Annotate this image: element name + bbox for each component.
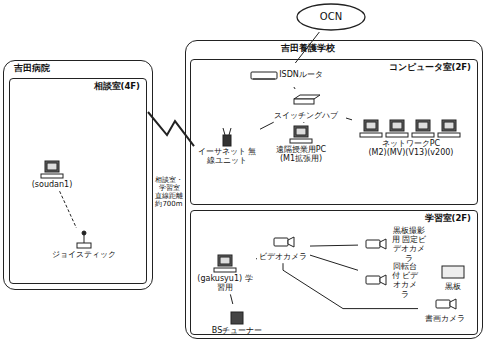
- fixed-camera: 黒板撮影用 固定ビデオカメラ: [359, 225, 429, 264]
- study-room: 学習室(2F) (gakusyu1) 学習用 ビデオカメラ 黒板撮影用 固定ビデオカメ…: [190, 210, 478, 335]
- cable-line: [310, 245, 358, 247]
- rotary-camera: 回転台付 ビデオカメラ: [359, 261, 421, 300]
- cloud-ellipse: OCN: [296, 3, 366, 31]
- joystick: ジョイスティック: [46, 229, 122, 260]
- board-icon: [438, 262, 468, 282]
- study-pc: (gakusyu1) 学習用: [194, 253, 256, 293]
- blackboard: 黒板: [435, 261, 471, 292]
- antenna-icon: [212, 127, 242, 147]
- pc-icon: [210, 254, 240, 274]
- pc-icon: [37, 160, 67, 180]
- device-label: 黒板撮影用 固定ビデオカメラ: [390, 226, 428, 263]
- video-camera: ビデオカメラ: [257, 231, 309, 262]
- text-group: (soudan1): [32, 180, 73, 189]
- pcs-icon: [356, 119, 466, 139]
- cam-icon: [430, 294, 460, 314]
- cable-line: [294, 87, 295, 89]
- pc-icon: [286, 125, 316, 145]
- text-group: 回転台付 ビデオカメラ: [390, 262, 420, 299]
- cam-icon: [360, 234, 390, 254]
- cable-line: [60, 191, 77, 228]
- text-group: ネットワークPC(M2)(MV)(V13)(v200): [369, 139, 454, 157]
- text-group: ジョイスティック: [52, 250, 116, 259]
- cable-line: [310, 255, 358, 270]
- cable-line: [260, 122, 274, 129]
- cable-line: [256, 258, 257, 259]
- distance-note: 相談室・学習室 直線距離 約700m: [154, 176, 184, 208]
- device-label: (soudan1): [32, 180, 73, 189]
- wireless-unit: イーサネット 無線ユニット: [195, 126, 259, 166]
- remote-pc: 遠隔授業用PC(M1拡張用): [263, 124, 339, 164]
- device-label: イーサネット 無線ユニット: [196, 147, 258, 165]
- text-group: (gakusyu1) 学習用: [195, 274, 255, 292]
- device-label: OCN: [320, 11, 342, 23]
- text-group: 黒板撮影用 固定ビデオカメラ: [390, 226, 428, 263]
- router-icon: [249, 65, 279, 85]
- joy-icon: [69, 230, 99, 250]
- room-title: 学習室(2F): [425, 214, 472, 224]
- device-label: 黒板: [445, 282, 461, 291]
- device-label: ISDNルータ: [279, 70, 323, 79]
- device-label: 書画カメラ: [425, 314, 465, 323]
- school-building: 吉田養護学校コンピュータ室(2F) ISDNルータスイッチングハブイーサネット 無…: [185, 40, 483, 339]
- router-device: ISDNルータ: [231, 64, 341, 86]
- text-group: 黒板: [445, 282, 461, 291]
- cable-line: [346, 118, 352, 120]
- computer-room: コンピュータ室(2F)ISDNルータスイッチングハブイーサネット 無線ユニット遠…: [190, 59, 478, 205]
- device-label: (M1拡張用): [276, 154, 326, 163]
- switching-hub: スイッチングハブ: [261, 90, 351, 121]
- device-label: ジョイスティック: [52, 250, 116, 259]
- text-group: 書画カメラ: [425, 314, 465, 323]
- device-label: (gakusyu1) 学習用: [195, 274, 255, 292]
- cam-icon: [268, 232, 298, 252]
- device-label: 回転台付 ビデオカメラ: [390, 262, 420, 299]
- text-group: ISDNルータ: [279, 70, 323, 79]
- cam-icon: [360, 270, 390, 290]
- room-title: 吉田養護学校: [281, 44, 335, 54]
- device-label: スイッチングハブ: [274, 111, 338, 120]
- text-group: スイッチングハブ: [274, 111, 338, 120]
- wireless-link: [148, 112, 194, 146]
- device-label: BSチューナー: [212, 326, 262, 335]
- text-group: ビデオカメラ: [259, 252, 307, 261]
- consult-pc: (soudan1): [20, 159, 84, 190]
- hub-icon: [291, 91, 321, 111]
- device-label: ビデオカメラ: [259, 252, 307, 261]
- document-camera: 書画カメラ: [419, 293, 471, 324]
- device-label: 遠隔授業用PC: [276, 145, 326, 154]
- network-pcs: ネットワークPC(M2)(MV)(V13)(v200): [347, 118, 475, 158]
- text-group: イーサネット 無線ユニット: [196, 147, 258, 165]
- device-label: ネットワークPC: [369, 139, 454, 148]
- bs-tuner: BSチューナー: [205, 305, 269, 336]
- consult-room: 相談室(4F) (soudan1) ジョイスティック: [9, 78, 147, 284]
- room-title: 相談室(4F): [94, 82, 141, 92]
- cable-line: [303, 122, 304, 124]
- room-title: 吉田病院: [14, 64, 50, 74]
- tv-icon: [222, 306, 252, 326]
- device-label: (M2)(MV)(V13)(v200): [369, 148, 454, 157]
- room-title: コンピュータ室(2F): [389, 63, 472, 73]
- hospital-building: 吉田病院相談室(4F) (soudan1) ジョイスティック: [3, 60, 153, 290]
- text-group: 遠隔授業用PC(M1拡張用): [276, 145, 326, 163]
- cable-line: [230, 294, 232, 304]
- text-group: BSチューナー: [212, 326, 262, 335]
